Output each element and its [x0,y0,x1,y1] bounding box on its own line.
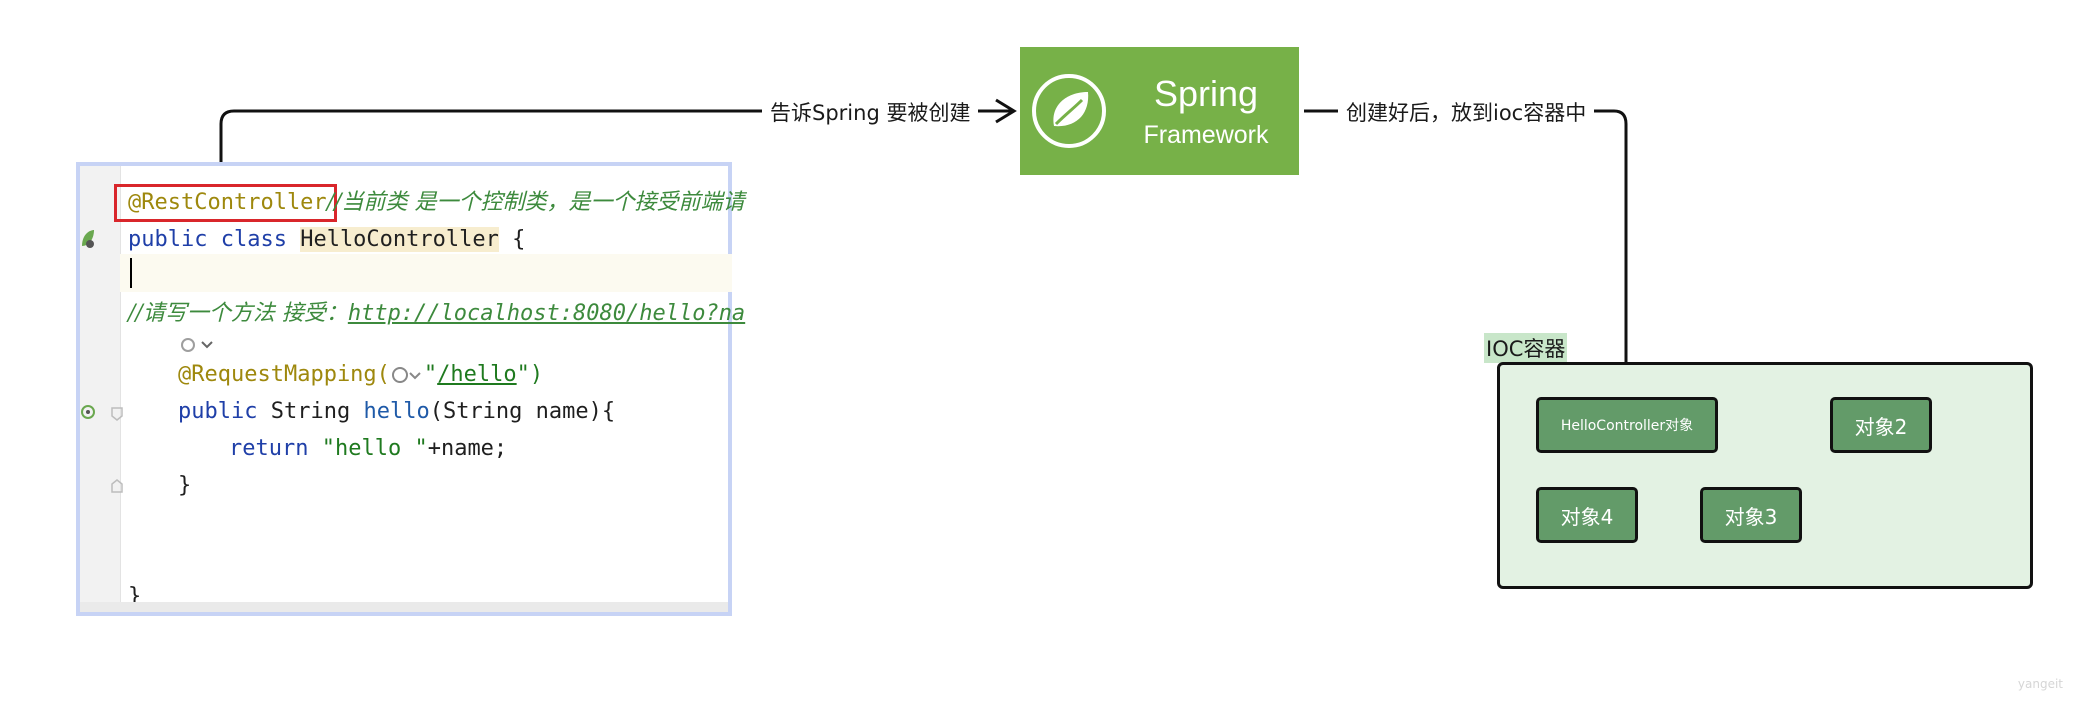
spring-bean-icon[interactable] [80,228,96,250]
inlay-hint[interactable] [178,328,228,362]
arrow-code-to-spring [219,109,1012,162]
method-close-brace: } [178,473,192,498]
code-line-request-mapping: @RequestMapping( "/hello") [178,358,543,392]
watermark: yangeit [2017,677,2063,691]
annotation-highlight-box [114,184,337,222]
code-line-method-comment: //请写一个方法 接受：http://localhost:8080/hello?… [128,297,745,331]
fold-start-icon[interactable] [110,406,124,422]
method-name: hello [363,399,430,424]
return-keyword: return [229,436,309,461]
spring-framework-logo: Spring Framework [1020,47,1299,175]
code-line-method-signature: public String hello(String name){ [178,395,615,429]
spring-wordmark: Spring [1153,73,1259,114]
globe-icon[interactable] [390,365,424,385]
rest-controller-annotation: @RestController [128,190,327,215]
method-comment: //请写一个方法 接受： [128,301,348,326]
class-name: HelloController [300,227,499,252]
ioc-object-2: 对象2 [1830,397,1932,453]
editor-bottom-bar [80,602,728,612]
spring-leaf-icon [1032,74,1106,148]
return-string: "hello " [321,436,428,461]
text-caret [130,258,132,288]
method-return-type: String [270,399,351,424]
ioc-container-title: IOC容器 [1484,333,1568,363]
class-keywords: public class [128,227,287,252]
arrowhead-spring [995,98,1017,124]
code-line-class-declaration: public class HelloController { [128,223,525,257]
code-editor-panel: @RestController//当前类 是一个控制类，是一个接受前端请 pub… [76,162,745,616]
request-mapping-annotation: @RequestMapping( [178,362,390,387]
method-modifier: public [178,399,258,424]
code-line-return: return "hello "+name; [229,432,507,466]
fold-end-icon[interactable] [110,478,124,494]
framework-wordmark: Framework [1143,121,1269,149]
mapping-path[interactable]: /hello [437,362,517,387]
code-line-annotation: @RestController//当前类 是一个控制类，是一个接受前端请 [128,186,745,220]
code-line-method-close: } [178,469,191,503]
mapping-quote-open: " [423,362,438,387]
label-tell-spring: 告诉Spring 要被创建 [762,97,979,127]
arrow-spring-to-ioc [1304,109,1628,388]
mapping-close: ") [516,362,544,387]
class-comment: //当前类 是一个控制类，是一个接受前端请 [326,190,745,215]
localhost-link[interactable]: http://localhost:8080/hello?na [347,301,746,326]
ioc-container: HelloController对象 对象2 对象4 对象3 [1497,362,2033,589]
ioc-object-hellocontroller: HelloController对象 [1536,397,1718,453]
ioc-object-4: 对象4 [1536,487,1638,543]
current-line-highlight [120,254,732,292]
return-rest: +name; [427,436,508,461]
class-open-brace: { [512,227,526,252]
label-put-into-ioc: 创建好后，放到ioc容器中 [1338,97,1595,127]
inlay-settings-icon[interactable] [178,333,218,357]
ioc-object-3: 对象3 [1700,487,1802,543]
web-endpoint-icon[interactable] [80,402,96,422]
method-params: (String name){ [429,399,616,424]
